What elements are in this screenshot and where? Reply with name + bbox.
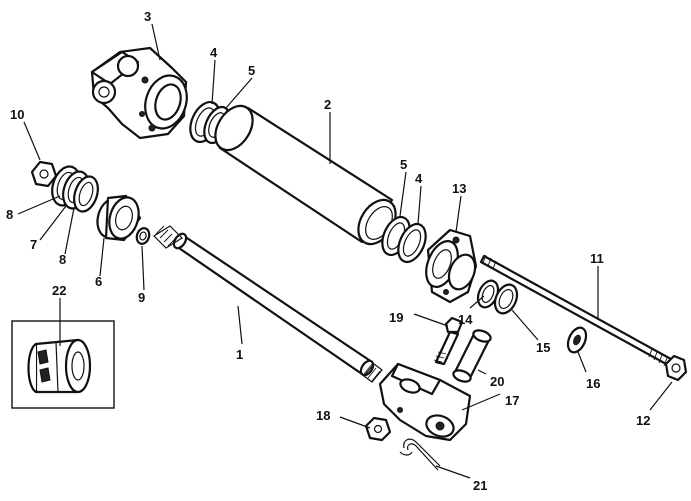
part-bolt-19 <box>433 316 464 366</box>
label-part-12: 12 <box>636 413 650 428</box>
label-part-1: 1 <box>236 347 243 362</box>
label-part-22: 22 <box>52 283 66 298</box>
part-barrel-2 <box>214 104 397 246</box>
label-part-9: 9 <box>138 290 145 305</box>
label-part-16: 16 <box>586 376 600 391</box>
part-labels: 3 4 5 2 10 8 7 8 6 9 5 4 13 22 1 11 12 1… <box>6 9 650 493</box>
part-piston-rod-1 <box>153 225 383 383</box>
label-part-10: 10 <box>10 107 24 122</box>
label-part-19: 19 <box>389 310 403 325</box>
part-rod-clevis-17 <box>378 362 472 442</box>
leader-lines <box>17 23 673 479</box>
part-piston-rings-7-8 <box>51 165 99 213</box>
label-part-21: 21 <box>473 478 487 493</box>
label-part-4-upper: 4 <box>210 45 218 60</box>
part-seal-9 <box>135 227 151 245</box>
part-piston-6 <box>96 194 142 242</box>
inset-box <box>11 320 115 409</box>
label-part-4-lower: 4 <box>415 171 423 186</box>
label-part-13: 13 <box>452 181 466 196</box>
label-part-18: 18 <box>316 408 330 423</box>
part-cotter-pin-21 <box>399 438 441 471</box>
part-rings-5-4-lower <box>381 215 427 264</box>
part-clevis-cap-3 <box>90 46 188 140</box>
label-part-7: 7 <box>30 237 37 252</box>
part-washer-16 <box>566 326 588 354</box>
part-tie-rod-11 <box>479 254 682 372</box>
label-part-15: 15 <box>536 340 550 355</box>
label-part-5-upper: 5 <box>248 63 255 78</box>
label-part-8-right: 8 <box>59 252 66 267</box>
part-nut-18 <box>364 416 392 442</box>
part-rings-14-15 <box>476 279 519 315</box>
label-part-3: 3 <box>144 9 151 24</box>
label-part-20: 20 <box>490 374 504 389</box>
label-part-11: 11 <box>590 251 604 266</box>
part-rod-end-cap-13 <box>425 228 478 304</box>
part-nut-12 <box>664 354 688 382</box>
label-part-14: 14 <box>458 312 473 327</box>
label-part-5-lower: 5 <box>400 157 407 172</box>
part-pin-20 <box>452 329 492 383</box>
label-part-17: 17 <box>505 393 519 408</box>
label-part-6: 6 <box>95 274 102 289</box>
label-part-8-left: 8 <box>6 207 13 222</box>
label-part-2: 2 <box>324 97 331 112</box>
